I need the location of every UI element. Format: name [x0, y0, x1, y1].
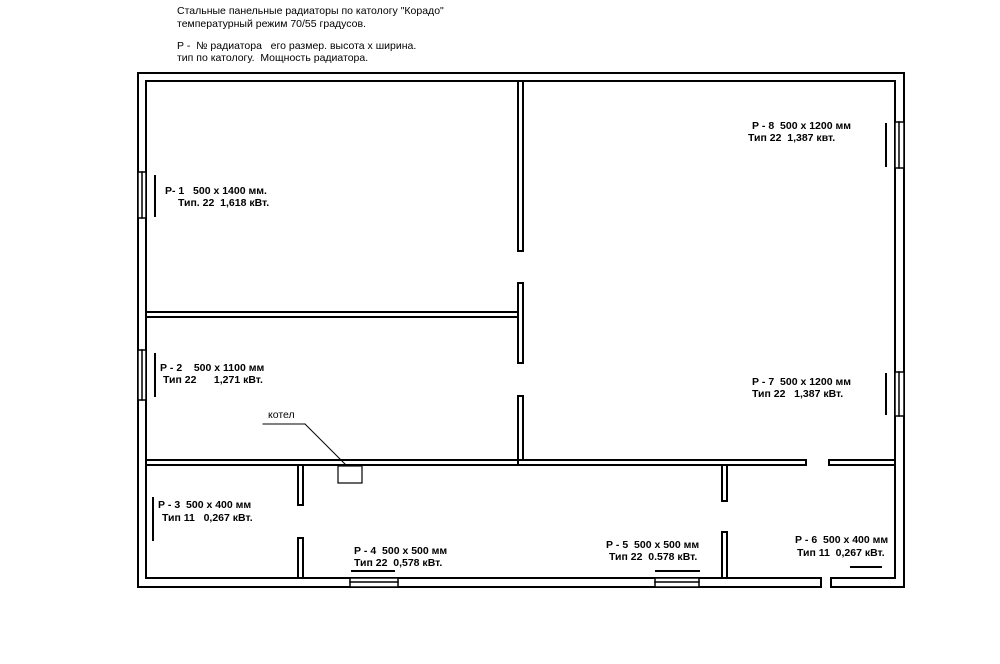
radiator-label-r7-power: Тип 22 1,387 кВт.: [752, 388, 844, 400]
header-title-line-1: Стальные панельные радиаторы по катологу…: [177, 5, 444, 17]
interior-walls: [145, 80, 896, 579]
radiator-label-r2-power: Тип 22 1,271 кВт.: [163, 374, 263, 386]
outer-walls: [137, 72, 905, 588]
windows: [137, 121, 905, 588]
radiator-label-r8-size: Р - 8 500 х 1200 мм: [752, 120, 852, 132]
radiator-label-r3-size: Р - 3 500 х 400 мм: [158, 499, 252, 511]
radiator-label-r1-power: Тип. 22 1,618 кВт.: [178, 197, 270, 209]
radiator-marks: [152, 123, 887, 572]
boiler-label: котел: [268, 409, 295, 421]
radiator-label-r5-power: Тип 22 0.578 кВт.: [609, 551, 698, 563]
boiler-icon: [337, 465, 363, 484]
header-title-line-2: температурный режим 70/55 градусов.: [177, 18, 366, 30]
radiator-label-r2-size: Р - 2 500 х 1100 мм: [160, 362, 265, 374]
radiator-label-r5-size: Р - 5 500 х 500 мм: [606, 539, 700, 551]
radiator-label-r6-size: Р - 6 500 х 400 мм: [795, 534, 889, 546]
boiler: [262, 423, 363, 484]
radiator-label-r4-size: Р - 4 500 х 500 мм: [354, 545, 448, 557]
radiator-label-r1-size: Р- 1 500 х 1400 мм.: [165, 185, 267, 197]
legend-line-1: Р - № радиатора его размер. высота х шир…: [177, 40, 417, 52]
radiator-label-r3-power: Тип 11 0,267 кВт.: [162, 512, 253, 524]
radiator-label-r6-power: Тип 11 0,267 кВт.: [797, 547, 885, 559]
radiator-label-r4-power: Тип 22 0,578 кВт.: [354, 557, 443, 569]
radiator-label-r8-power: Тип 22 1,387 квт.: [748, 132, 836, 144]
radiator-label-r7-size: Р - 7 500 х 1200 мм: [752, 376, 852, 388]
legend-line-2: тип по катологу. Мощность радиатора.: [177, 52, 369, 64]
